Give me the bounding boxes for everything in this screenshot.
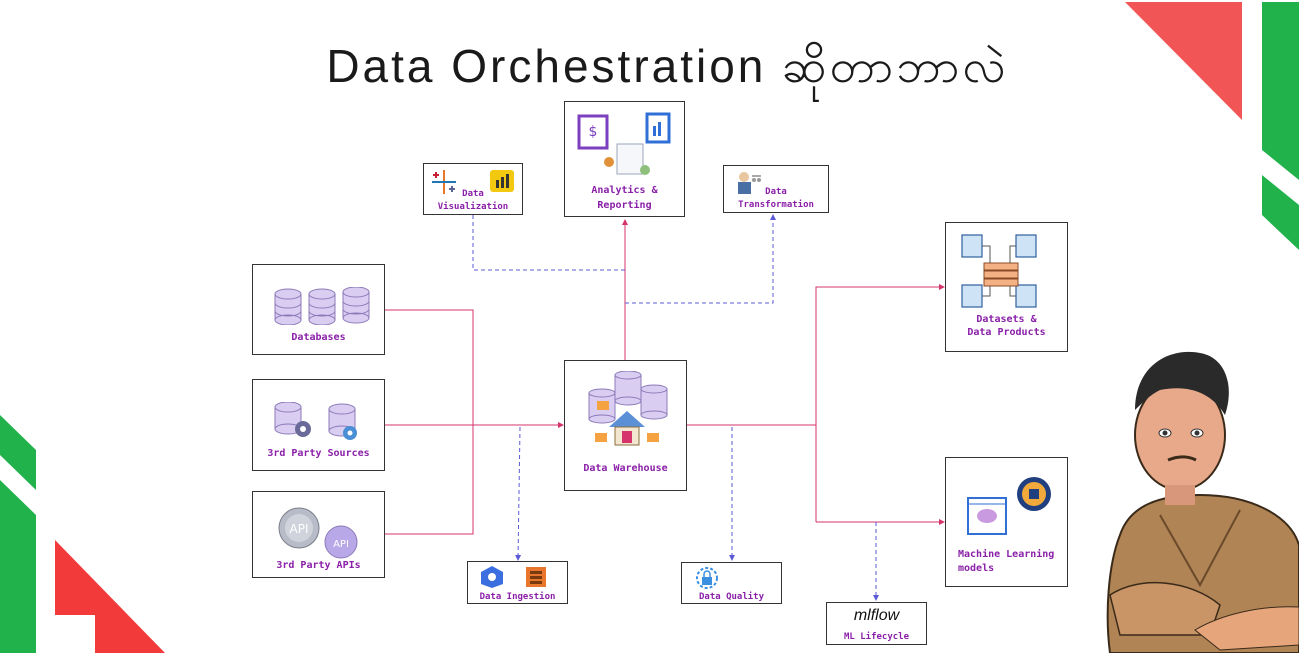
datasets-label-line1: Datasets & [976,314,1037,325]
mlflow-logo: mlflow [853,607,900,624]
analytics-label-line1: Analytics & [591,185,658,196]
viz-label-line1: Data [462,189,484,199]
analytics-reporting-node[interactable]: $ Analytics & Reporting [564,101,685,217]
report-icon: $ [577,112,671,175]
viz-label-line2: Visualization [437,202,509,212]
ml-brain-icon [967,477,1051,535]
presenter-illustration [1106,351,1299,653]
data-warehouse-label: Data Warehouse [583,463,668,474]
tableau-powerbi-icon [432,170,514,194]
third-party-sources-node[interactable]: 3rd Party Sources [252,379,385,471]
data-quality-node[interactable]: Data Quality [681,562,782,604]
databases-label: Databases [291,332,346,343]
database-gear-icon [274,402,357,440]
lock-icon [696,567,718,589]
transform-label-line2: Transformation [738,200,814,210]
data-transformation-node[interactable]: Data Transformation [723,165,829,213]
page-title: Data Orchestration ဆိုတာဘာလဲ [326,40,1009,92]
third-party-apis-node[interactable]: API API 3rd Party APIs [252,491,385,578]
databases-node[interactable]: Databases [252,264,385,355]
data-warehouse-node[interactable]: Data Warehouse [564,360,687,491]
svg-text:$: $ [589,124,598,140]
api-gear-icon: API API [278,507,358,559]
data-visualization-node[interactable]: Data Visualization [423,163,523,215]
transformation-icon [738,172,761,194]
api-badge-small: API [333,539,349,550]
datasets-label-line2: Data Products [967,327,1046,338]
transform-label-line1: Data [765,187,787,197]
api-badge-large: API [290,522,309,536]
analytics-label-line2: Reporting [597,200,652,211]
ingestion-label: Data Ingestion [479,592,556,602]
data-ingestion-node[interactable]: Data Ingestion [467,561,568,604]
ml-label-line2: models [958,563,995,574]
ml-lifecycle-node[interactable]: mlflow ML Lifecycle [826,602,927,645]
datasets-node[interactable]: Datasets & Data Products [945,222,1068,352]
database-icon [274,287,370,325]
third-party-sources-label: 3rd Party Sources [267,448,370,459]
lifecycle-label: ML Lifecycle [843,632,910,642]
third-party-apis-label: 3rd Party APIs [276,560,361,571]
warehouse-icon [588,371,668,446]
ingestion-icon [481,566,546,588]
ml-label-line1: Machine Learning [958,549,1055,560]
datasets-icon [961,234,1037,308]
ml-models-node[interactable]: Machine Learning models [945,457,1068,587]
quality-label: Data Quality [698,592,765,602]
